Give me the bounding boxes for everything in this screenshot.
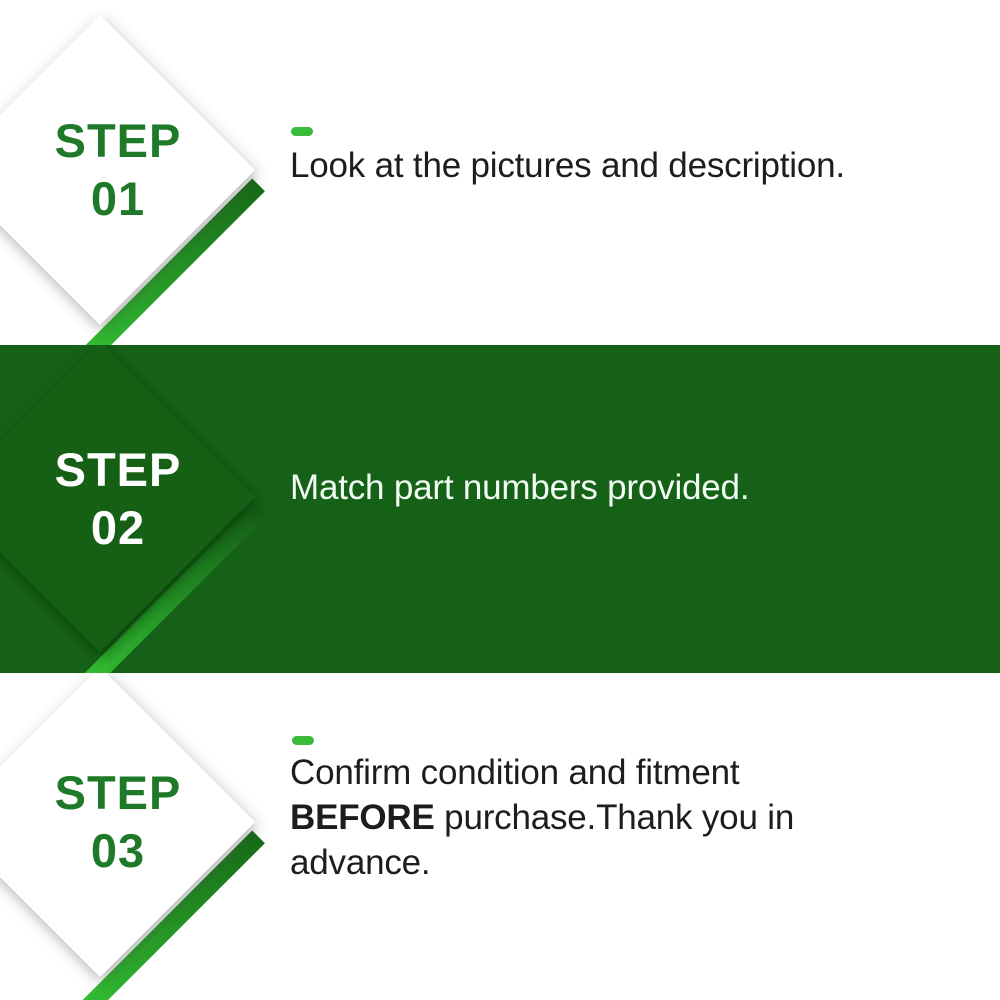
- arrow-ribbon: [84, 505, 265, 673]
- step-3-arrow-icon: [0, 673, 265, 1000]
- step-1-badge: STEP 01: [18, 112, 218, 228]
- arrow-ribbon: [85, 178, 265, 345]
- description-line-3: advance.: [290, 843, 431, 882]
- step-number: 03: [90, 824, 146, 877]
- arrow-ribbon: [82, 830, 265, 1000]
- description-line-2-rest: purchase.Thank you in: [434, 798, 795, 837]
- step-2-arrow-icon: [0, 345, 265, 673]
- description-line-2: BEFORE purchase.Thank you in: [290, 795, 794, 840]
- bullet-dash-icon: [292, 736, 314, 745]
- step-2-badge: STEP 02: [18, 441, 218, 557]
- arrow-diamond: [0, 345, 255, 652]
- step-1-section: STEP 01 Look at the pictures and descrip…: [0, 0, 1000, 345]
- step-label-text: STEP: [54, 443, 182, 496]
- step-label-text: STEP: [54, 766, 182, 819]
- step-1-arrow-icon: [0, 15, 265, 345]
- step-number: 01: [90, 172, 146, 225]
- step-3-description: Confirm condition and fitment BEFORE pur…: [290, 750, 794, 885]
- step-2-section: STEP 02 Match part numbers provided.: [0, 345, 1000, 673]
- step-3-badge: STEP 03: [18, 764, 218, 880]
- step-label-text: STEP: [54, 114, 182, 167]
- step-3-section: STEP 03 Confirm condition and fitment BE…: [0, 673, 1000, 1000]
- step-1-description: Look at the pictures and description.: [290, 146, 845, 185]
- arrow-diamond: [0, 15, 255, 325]
- description-line-1: Confirm condition and fitment: [290, 753, 740, 792]
- emphasized-word: BEFORE: [290, 798, 435, 837]
- step-2-description: Match part numbers provided.: [290, 468, 750, 507]
- step-number: 02: [90, 501, 146, 554]
- arrow-diamond: [0, 673, 255, 977]
- bullet-dash-icon: [291, 127, 313, 136]
